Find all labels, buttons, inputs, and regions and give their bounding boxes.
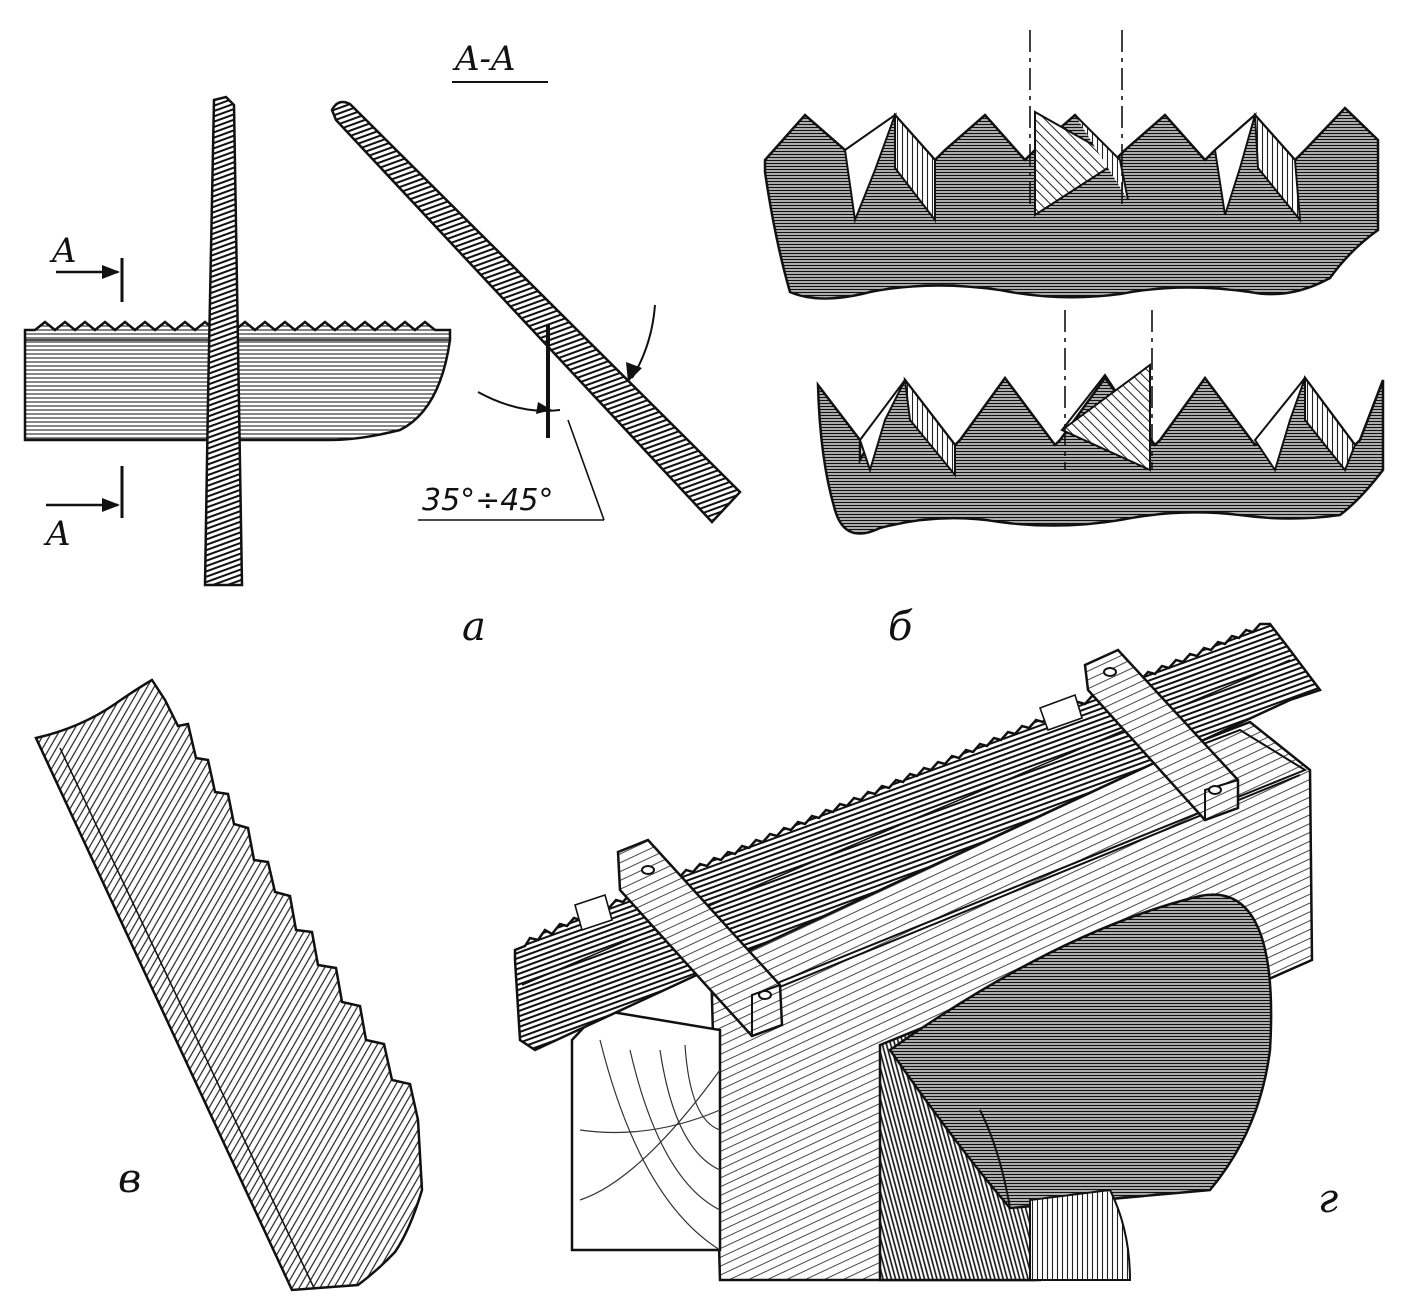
- panel-b-lower-teeth: [816, 310, 1385, 535]
- panel-label-v: в: [118, 1156, 141, 1202]
- section-marker-top: A: [49, 231, 124, 302]
- panel-label-b: б: [888, 604, 913, 650]
- panel-label-g: г: [1318, 1176, 1338, 1222]
- panel-label-a: а: [462, 604, 486, 650]
- section-marker-bottom-label: A: [43, 514, 71, 554]
- end-grain-rings: [579, 1039, 721, 1251]
- panel-a-file-front: [203, 95, 244, 587]
- section-marker-bottom: A: [43, 466, 124, 554]
- panel-g-vise-setup: [513, 622, 1323, 1282]
- section-view-a-a: A-A 35°÷45°: [330, 39, 742, 524]
- panel-v-blade-closeup: [34, 678, 424, 1292]
- section-marker-top-label: A: [49, 231, 77, 271]
- panel-b-upper-teeth: [763, 30, 1380, 300]
- angle-label: 35°÷45°: [422, 483, 553, 518]
- section-title: A-A: [452, 39, 516, 79]
